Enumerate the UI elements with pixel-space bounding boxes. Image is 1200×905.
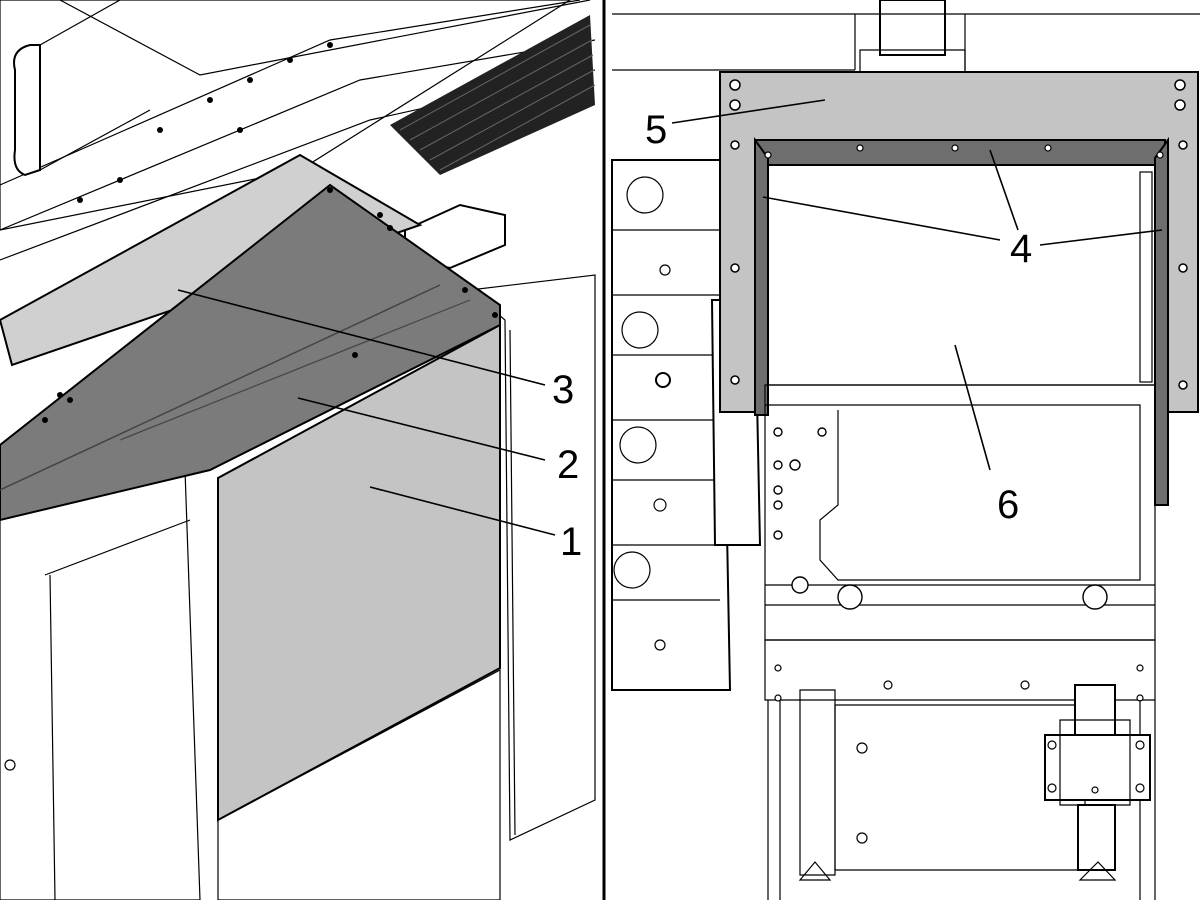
part-frame-profile [754,136,1169,506]
callout-4: 4 [1010,227,1032,271]
callout-3: 3 [552,368,574,412]
callout-5: 5 [645,108,667,152]
part-inner-panel [767,164,1156,386]
right-view [611,0,1200,900]
ventilation-grille [390,15,596,175]
callout-labels: 3 2 1 5 4 6 [552,108,1032,564]
linear-guide-block [1044,684,1151,871]
top-bracket [612,0,1200,76]
part-side-panel [217,323,501,822]
callout-2: 2 [557,443,579,487]
callout-1: 1 [560,520,582,564]
left-view [0,0,596,901]
callout-6: 6 [997,483,1019,527]
lower-assembly [764,384,1156,900]
